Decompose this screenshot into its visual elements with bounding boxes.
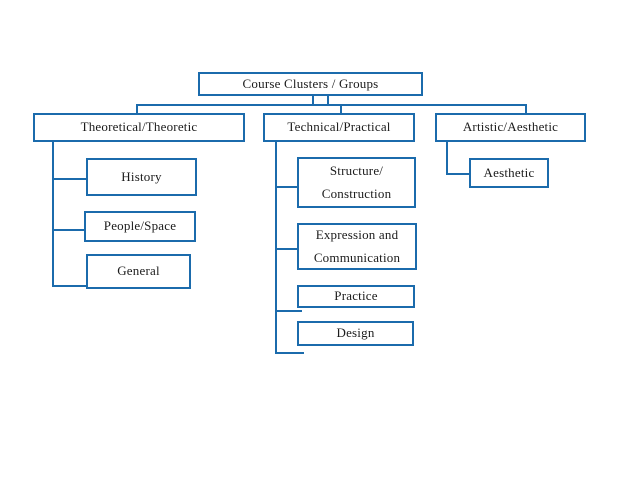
- node-general: General: [86, 254, 191, 289]
- connector-stub-aesthetic: [446, 173, 470, 175]
- connector-artistic-vertical: [446, 141, 448, 175]
- connector-stub-people-space: [52, 229, 84, 231]
- node-expression-communication: Expression and Communication: [297, 223, 417, 270]
- node-course-clusters-groups: Course Clusters / Groups: [198, 72, 423, 96]
- node-design: Design: [297, 321, 414, 346]
- node-history: History: [86, 158, 197, 196]
- connector-drop-theoretical: [136, 106, 138, 113]
- connector-drop-artistic: [525, 106, 527, 113]
- node-aesthetic: Aesthetic: [469, 158, 549, 188]
- node-theoretical-theoretic: Theoretical/Theoretic: [33, 113, 245, 142]
- connector-stub-structure: [275, 186, 299, 188]
- connector-stub-general: [52, 285, 87, 287]
- node-artistic-aesthetic: Artistic/Aesthetic: [435, 113, 586, 142]
- connector-root-tick-left: [312, 96, 314, 104]
- connector-theoretical-vertical: [52, 142, 54, 287]
- node-practice: Practice: [297, 285, 415, 308]
- connector-stub-expression: [275, 248, 299, 250]
- connector-root-tick-right: [327, 96, 329, 104]
- connector-stub-practice: [275, 310, 302, 312]
- connector-stub-design: [275, 352, 304, 354]
- connector-stub-history: [52, 178, 87, 180]
- node-structure-construction: Structure/ Construction: [297, 157, 416, 208]
- connector-drop-technical: [340, 106, 342, 113]
- connector-rail: [136, 104, 527, 106]
- node-technical-practical: Technical/Practical: [263, 113, 415, 142]
- node-people-space: People/Space: [84, 211, 196, 242]
